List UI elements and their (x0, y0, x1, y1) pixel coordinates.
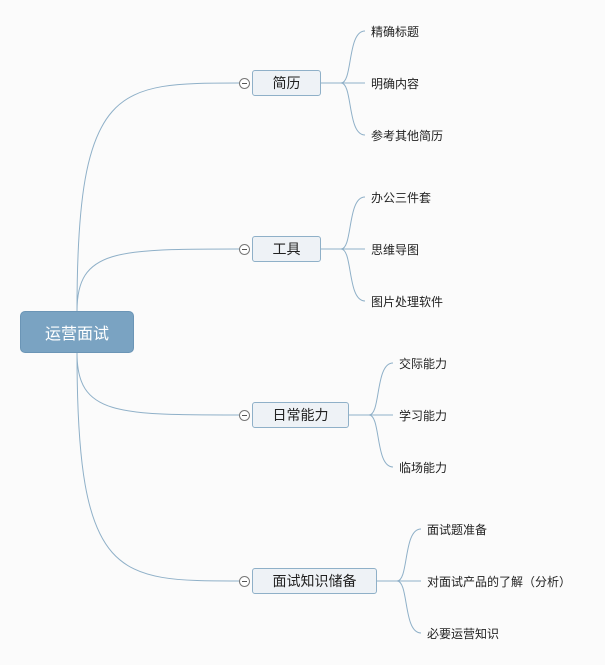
leaf-topic[interactable]: 参考其他简历 (371, 129, 444, 143)
branch-topic-tools[interactable]: 工具 (252, 236, 321, 262)
branch-leaf-connector (321, 248, 366, 302)
leaf-topic[interactable]: 对面试产品的了解（分析） (427, 575, 572, 589)
branch-topic-label: 简历 (272, 76, 301, 92)
branch-topic-label: 日常能力 (272, 408, 329, 424)
leaf-topic[interactable]: 学习能力 (399, 409, 448, 423)
branch-leaf-connector (349, 362, 394, 416)
leaf-topic[interactable]: 精确标题 (371, 25, 420, 39)
root-branch-connector (76, 352, 240, 416)
leaf-topic[interactable]: 必要运营知识 (427, 627, 500, 641)
collapse-toggle-icon[interactable] (239, 576, 250, 587)
branch-topic-resume[interactable]: 简历 (252, 70, 321, 96)
branch-topic-label: 面试知识储备 (272, 574, 357, 590)
collapse-toggle-icon[interactable] (239, 78, 250, 89)
root-branch-connector (76, 352, 240, 582)
collapse-toggle-icon[interactable] (239, 244, 250, 255)
leaf-topic[interactable]: 明确内容 (371, 77, 420, 91)
branch-topic-label: 工具 (272, 242, 301, 258)
leaf-topic[interactable]: 交际能力 (399, 357, 448, 371)
branch-leaf-connector (321, 82, 366, 136)
branch-topic-interview-knowledge[interactable]: 面试知识储备 (252, 568, 377, 594)
leaf-topic[interactable]: 思维导图 (371, 243, 420, 257)
branch-leaf-connector (321, 30, 366, 84)
root-branch-connector (76, 248, 240, 312)
collapse-toggle-icon[interactable] (239, 410, 250, 421)
leaf-topic[interactable]: 面试题准备 (427, 523, 488, 537)
root-topic[interactable]: 运营面试 (20, 311, 134, 353)
branch-leaf-connector (377, 580, 422, 634)
branch-leaf-connector (377, 528, 422, 582)
leaf-topic[interactable]: 临场能力 (399, 461, 448, 475)
branch-topic-daily-skills[interactable]: 日常能力 (252, 402, 349, 428)
root-topic-label: 运营面试 (44, 324, 109, 343)
branch-leaf-connector (321, 196, 366, 250)
leaf-topic[interactable]: 办公三件套 (371, 191, 432, 205)
branch-leaf-connector (349, 414, 394, 468)
root-branch-connector (76, 82, 240, 312)
leaf-topic[interactable]: 图片处理软件 (371, 295, 444, 309)
